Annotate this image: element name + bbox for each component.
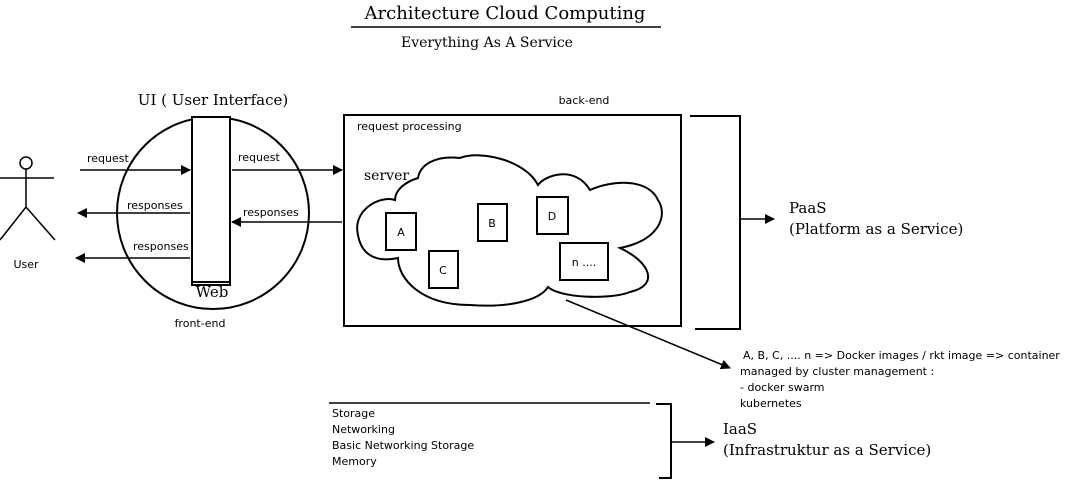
iaas-item-storage: Storage <box>332 407 375 420</box>
paas-subtitle: (Platform as a Service) <box>789 220 963 238</box>
container-label-a: A <box>397 226 405 239</box>
container-box-n <box>559 242 609 281</box>
container-box-d <box>536 196 569 235</box>
diagram-subtitle: Everything As A Service <box>401 35 573 51</box>
note-line-2: managed by cluster management : <box>740 365 934 378</box>
ui-label: UI ( User Interface) <box>138 91 288 109</box>
container-label-n: n .... <box>572 256 596 269</box>
container-label-b: B <box>488 217 496 230</box>
user-stick-figure-icon <box>0 156 56 241</box>
iaas-subtitle: (Infrastruktur as a Service) <box>723 441 931 459</box>
request-processing-label: request processing <box>357 120 462 133</box>
responses-label-1: responses <box>127 199 183 212</box>
paas-bracket <box>690 115 741 330</box>
user-label: User <box>13 258 39 271</box>
container-box-c <box>428 250 459 289</box>
request-label-backend: request <box>238 151 281 164</box>
iaas-bracket <box>656 403 672 479</box>
diagram-title: Architecture Cloud Computing <box>364 3 646 24</box>
paas-title: PaaS <box>789 199 827 217</box>
note-line-3: - docker swarm <box>740 381 825 394</box>
container-box-a <box>385 212 417 251</box>
web-column <box>191 116 231 286</box>
server-cloud-shape <box>356 154 663 307</box>
backend-box <box>343 114 682 327</box>
responses-label-backend: responses <box>243 206 299 219</box>
note-line-4: kubernetes <box>740 397 802 410</box>
request-label-user: request <box>87 152 130 165</box>
note-line-1: A, B, C, .... n => Docker images / rkt i… <box>743 349 1060 362</box>
front-end-label: front-end <box>175 317 226 330</box>
server-label: server <box>364 168 409 184</box>
iaas-item-networking: Networking <box>332 423 395 436</box>
container-box-b <box>477 203 508 242</box>
responses-label-2: responses <box>133 240 189 253</box>
note-arrow <box>565 299 731 370</box>
iaas-item-memory: Memory <box>332 455 377 468</box>
back-end-label: back-end <box>559 94 610 107</box>
iaas-title: IaaS <box>723 420 757 438</box>
container-label-c: C <box>439 264 447 277</box>
web-label: Web <box>196 283 229 301</box>
container-label-d: D <box>548 210 556 223</box>
iaas-item-basic-networking-storage: Basic Networking Storage <box>332 439 474 452</box>
